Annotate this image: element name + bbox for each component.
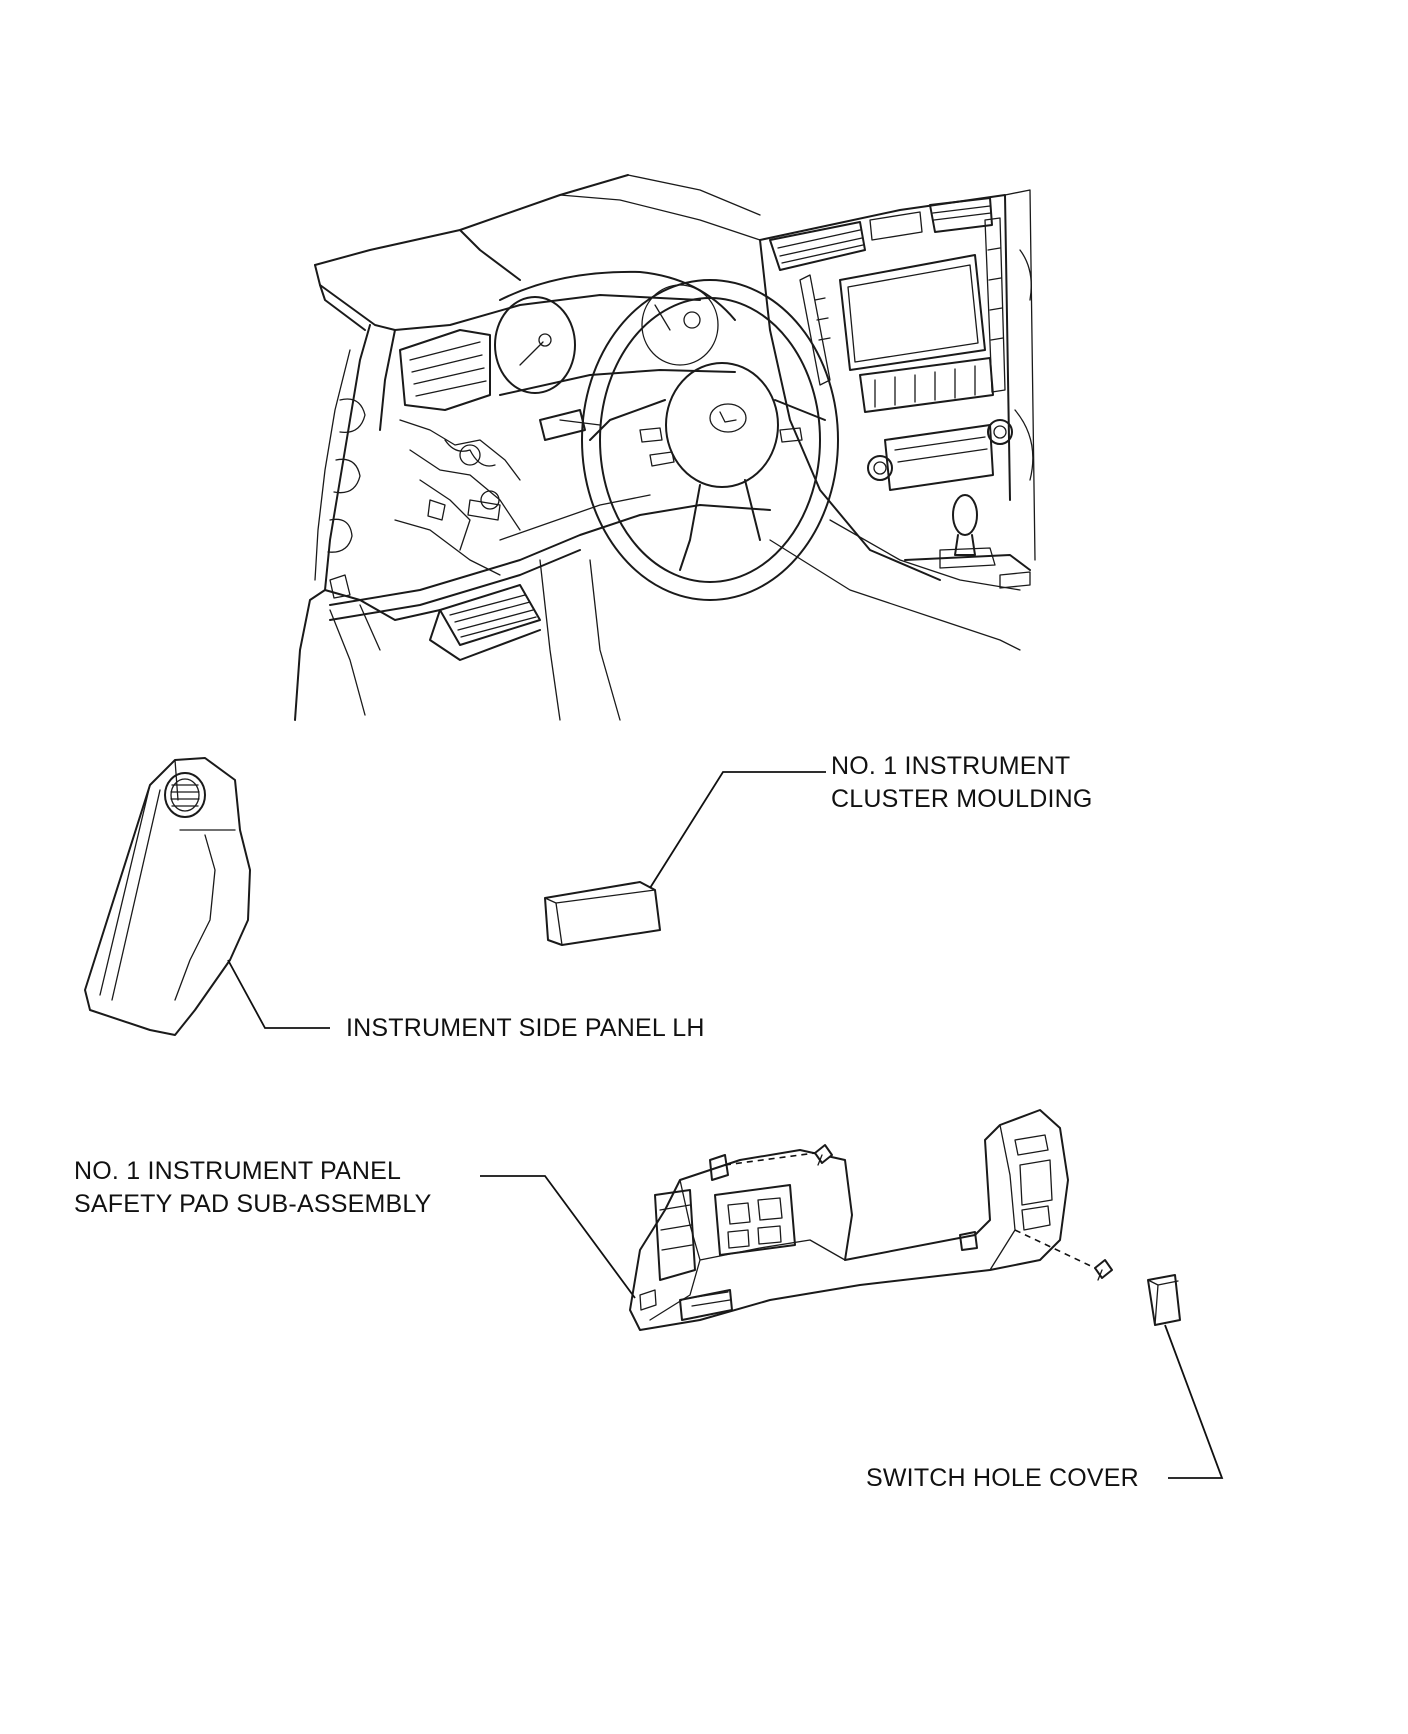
- label-safety-pad-line-1: NO. 1 INSTRUMENT PANEL: [74, 1157, 402, 1185]
- label-safety-pad: NO. 1 INSTRUMENT PANEL SAFETY PAD SUB-AS…: [74, 1155, 431, 1221]
- label-safety-pad-line-2: SAFETY PAD SUB-ASSEMBLY: [74, 1190, 432, 1218]
- label-side-panel: INSTRUMENT SIDE PANEL LH: [346, 1012, 705, 1045]
- leader-safety-pad: [480, 1175, 636, 1299]
- clip-guide-upper: [724, 1152, 816, 1166]
- label-switch-cover: SWITCH HOLE COVER: [866, 1462, 1139, 1495]
- switch-cover-part: [1147, 1274, 1181, 1326]
- clip-fastener: [814, 1144, 1113, 1281]
- leader-cluster-moulding: [649, 771, 826, 889]
- side-panel-part: [84, 757, 251, 1036]
- label-cluster-moulding: NO. 1 INSTRUMENT CLUSTER MOULDING: [831, 750, 1093, 816]
- leader-switch-cover: [1164, 1324, 1224, 1479]
- label-cluster-moulding-line-1: NO. 1 INSTRUMENT: [831, 752, 1071, 780]
- label-switch-cover-line-1: SWITCH HOLE COVER: [866, 1464, 1139, 1492]
- leader-side-panel: [227, 959, 330, 1029]
- moulding-part: [544, 881, 661, 946]
- clip-guide-lower: [1014, 1229, 1096, 1269]
- label-side-panel-line-1: INSTRUMENT SIDE PANEL LH: [346, 1014, 705, 1042]
- dashboard-illustration: [294, 174, 1036, 721]
- label-cluster-moulding-line-2: CLUSTER MOULDING: [831, 785, 1093, 813]
- safety-pad-part: [629, 1109, 1069, 1331]
